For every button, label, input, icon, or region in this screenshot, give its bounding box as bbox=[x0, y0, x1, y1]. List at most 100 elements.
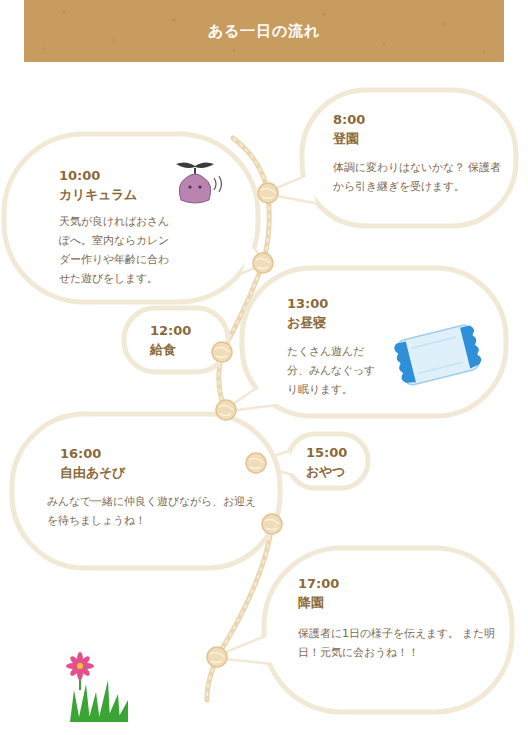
pillow-end bbox=[460, 325, 483, 369]
description: 天気が良ければおさんぽへ。室内ならカレンダー作りや年齢に合わせた遊びをします。 bbox=[59, 212, 177, 288]
time-label: 12:00 bbox=[150, 321, 191, 340]
time-label: 15:00 bbox=[306, 443, 347, 462]
pillow-crease bbox=[412, 337, 463, 373]
time-label: 8:00 bbox=[333, 110, 365, 129]
bubble-joint bbox=[226, 382, 292, 410]
bubble-heading: 17:00降園 bbox=[298, 574, 339, 612]
bean-body bbox=[179, 174, 210, 203]
time-label: 10:00 bbox=[59, 166, 137, 185]
rope-line bbox=[219, 406, 233, 416]
vine-dot bbox=[258, 183, 278, 203]
bubble-body-text: みんなで一緒に仲良く遊びながら、お迎えを待ちましょうね！ bbox=[47, 492, 262, 530]
bubble-outline bbox=[122, 306, 230, 374]
bubble-heading: 12:00給食 bbox=[150, 321, 191, 359]
title-text: ある一日の流れ bbox=[24, 22, 504, 41]
time-label: 17:00 bbox=[298, 574, 339, 593]
flower bbox=[66, 652, 128, 722]
rope-line bbox=[249, 459, 263, 469]
bubble-joint bbox=[268, 176, 316, 202]
vine-dot bbox=[246, 453, 266, 473]
rope-line bbox=[265, 520, 279, 530]
rope-line bbox=[256, 259, 270, 269]
bubble-outline bbox=[300, 88, 518, 228]
banner-fill bbox=[24, 0, 504, 62]
activity-title: 給食 bbox=[150, 340, 191, 359]
rope-line bbox=[215, 348, 229, 358]
pillow-end bbox=[393, 341, 416, 385]
activity-title: 登園 bbox=[333, 129, 365, 148]
speech-bubble: 15:00おやつ bbox=[286, 432, 370, 490]
rope-line bbox=[210, 653, 224, 663]
description: 保護者に1日の様子を伝えます。 また明日！元気に会おうね！！ bbox=[298, 624, 498, 662]
activity-title: おやつ bbox=[306, 462, 347, 481]
flower-center bbox=[77, 663, 83, 669]
vine-dot bbox=[216, 400, 236, 420]
bubble-body-text: 天気が良ければおさんぽへ。室内ならカレンダー作りや年齢に合わせた遊びをします。 bbox=[59, 212, 177, 288]
flower-stem bbox=[79, 668, 81, 690]
bubble-body bbox=[4, 134, 258, 302]
grass bbox=[70, 680, 128, 722]
speech-bubble: 12:00給食 bbox=[122, 306, 230, 374]
bean-eye bbox=[188, 185, 191, 188]
activity-title: 自由あそび bbox=[60, 463, 125, 482]
bubble-tail bbox=[217, 634, 284, 664]
vine-dot bbox=[212, 342, 232, 362]
bubble-body-text: たくさん遊んだ分、みんなぐっすり眠ります。 bbox=[287, 342, 375, 399]
bean-eye bbox=[198, 185, 201, 188]
speech-bubble: 16:00自由あそびみんなで一緒に仲良く遊びながら、お迎えを待ちましょうね！ bbox=[10, 412, 282, 570]
dot-texture bbox=[210, 189, 279, 663]
speech-bubble: 13:00お昼寝たくさん遊んだ分、みんなぐっすり眠ります。 bbox=[240, 266, 508, 418]
bubble-heading: 10:00カリキュラム bbox=[59, 166, 137, 204]
bubble-outline bbox=[10, 412, 282, 570]
bubble-heading: 8:00登園 bbox=[333, 110, 365, 148]
description: 体調に変わりはないかな？ 保護者から引き継ぎを受けます。 bbox=[333, 158, 508, 196]
bubble-body bbox=[12, 414, 280, 568]
bubble-outline bbox=[240, 266, 508, 418]
petal bbox=[77, 666, 83, 680]
petal bbox=[69, 655, 82, 668]
bubble-joint bbox=[250, 504, 272, 534]
flower-petals bbox=[66, 652, 94, 680]
bubble-body bbox=[302, 90, 516, 226]
bubble-heading: 16:00自由あそび bbox=[60, 444, 125, 482]
bubble-heading: 13:00お昼寝 bbox=[287, 294, 328, 332]
propeller bbox=[176, 162, 214, 168]
petal bbox=[79, 655, 92, 668]
activity-title: 降園 bbox=[298, 593, 339, 612]
title-banner: ある一日の流れ bbox=[24, 0, 504, 62]
bubble-heading: 15:00おやつ bbox=[306, 443, 347, 481]
pillow bbox=[393, 323, 484, 387]
bubble-body-text: 体調に変わりはないかな？ 保護者から引き継ぎを受けます。 bbox=[333, 158, 508, 196]
rope-line bbox=[261, 189, 275, 199]
petal bbox=[77, 652, 83, 666]
vine-dot bbox=[207, 647, 227, 667]
bubble-body-text: 保護者に1日の様子を伝えます。 また明日！元気に会おうね！！ bbox=[298, 624, 498, 662]
motion-marks bbox=[214, 176, 222, 192]
vine-dot bbox=[262, 514, 282, 534]
bean-character bbox=[176, 162, 222, 203]
bubble-body bbox=[288, 434, 368, 488]
activity-title: お昼寝 bbox=[287, 313, 328, 332]
description: たくさん遊んだ分、みんなぐっすり眠ります。 bbox=[287, 342, 375, 399]
petal bbox=[69, 665, 82, 678]
bubble-body bbox=[124, 308, 228, 372]
speech-bubble: 17:00降園保護者に1日の様子を伝えます。 また明日！元気に会おうね！！ bbox=[262, 546, 514, 714]
bubble-outline bbox=[286, 432, 370, 490]
pillow-body bbox=[396, 323, 481, 386]
time-label: 16:00 bbox=[60, 444, 125, 463]
vine-dot bbox=[253, 253, 273, 273]
bubble-body bbox=[264, 548, 512, 712]
time-label: 13:00 bbox=[287, 294, 328, 313]
activity-title: カリキュラム bbox=[59, 185, 137, 204]
petal bbox=[80, 663, 94, 669]
petal bbox=[66, 663, 80, 669]
speech-bubble: 8:00登園体調に変わりはないかな？ 保護者から引き継ぎを受けます。 bbox=[300, 88, 518, 228]
propeller-stem bbox=[194, 168, 196, 176]
description: みんなで一緒に仲良く遊びながら、お迎えを待ちましょうね！ bbox=[47, 492, 262, 530]
bubble-joint bbox=[217, 634, 284, 664]
speech-bubble: 10:00カリキュラム天気が良ければおさんぽへ。室内ならカレンダー作りや年齢に合… bbox=[2, 132, 260, 304]
bubble-joint bbox=[212, 342, 222, 362]
bubble-tail bbox=[268, 176, 316, 202]
